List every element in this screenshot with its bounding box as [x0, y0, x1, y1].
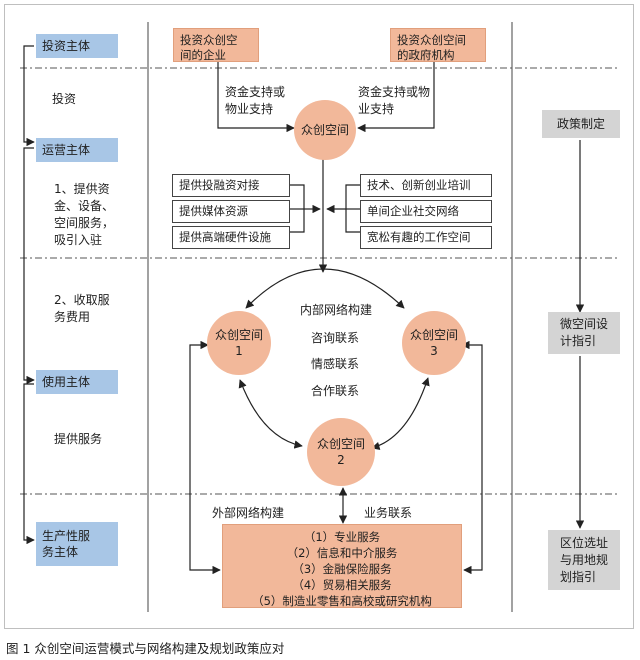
left-bracket — [23, 45, 35, 545]
space-node-2: 众创空间 2 — [307, 418, 375, 486]
center-space-node: 众创空间 — [294, 100, 356, 160]
operator-label: 运营主体 — [36, 138, 118, 162]
service-media: 提供媒体资源 — [172, 200, 290, 223]
gov-arrow — [357, 62, 435, 133]
figure-caption: 图 1 众创空间运营模式与网络构建及规划政策应对 — [6, 641, 285, 656]
arc-1-2 — [238, 379, 303, 449]
operator-description: 1、提供资 金、设备、 空间服务， 吸引入驻 — [54, 182, 115, 247]
column-dividers — [147, 22, 513, 612]
internal-network-label: 内部网络构建 — [300, 303, 373, 317]
policy-making-box: 政策制定 — [542, 110, 620, 138]
node3-services-arrow — [461, 340, 483, 575]
arc-1-3 — [245, 268, 405, 309]
center-space-label: 众创空间 — [300, 123, 349, 137]
network-consult: 咨询联系 — [311, 331, 360, 345]
enterprise-arrow — [217, 62, 295, 133]
service-financing: 提供投融资对接 — [172, 174, 290, 197]
service-item: （3）金融保险服务 — [292, 562, 392, 576]
space-node-3-number: 3 — [430, 344, 438, 358]
arc-3-2 — [371, 377, 430, 451]
invest-text: 投资 — [52, 92, 77, 106]
space-node-2-name: 众创空间 — [316, 437, 365, 451]
space-node-1: 众创空间 1 — [207, 311, 271, 375]
left-support-text: 资金支持或 物业支持 — [225, 85, 286, 116]
external-network-label: 外部网络构建 — [212, 506, 285, 520]
service-item: （1）专业服务 — [303, 530, 381, 544]
network-cooperation: 合作联系 — [311, 384, 360, 398]
space-node-2-number: 2 — [337, 453, 345, 467]
space-node-3-name: 众创空间 — [409, 328, 458, 342]
location-planning-guide-box: 区位选址 与用地规 划指引 — [548, 530, 620, 590]
producer-services-box: （1）专业服务 （2）信息和中介服务 （3）金融保险服务 （4）贸易相关服务 （… — [222, 524, 462, 608]
government-investor-box: 投资众创空间 的政府机构 — [390, 28, 486, 62]
space-node-1-number: 1 — [235, 344, 243, 358]
producer-label: 生产性服 务主体 — [36, 522, 118, 566]
service-item: （5）制造业零售和高校或研究机构 — [252, 594, 432, 608]
service-workspace: 宽松有趣的工作空间 — [360, 226, 492, 249]
provide-service-text: 提供服务 — [54, 432, 103, 446]
service-training: 技术、创新创业培训 — [360, 174, 492, 197]
dashed-dividers — [20, 67, 620, 495]
fee-description: 2、收取服 务费用 — [54, 293, 110, 324]
service-social-network: 单间企业社交网络 — [360, 200, 492, 223]
investor-label: 投资主体 — [36, 34, 118, 58]
micro-space-guide-box: 微空间设 计指引 — [548, 312, 620, 354]
node1-services-arrow — [189, 340, 221, 575]
service-hardware: 提供高端硬件设施 — [172, 226, 290, 249]
service-item: （4）贸易相关服务 — [292, 578, 392, 592]
enterprise-investor-box: 投资众创空 间的企业 — [173, 28, 259, 62]
right-support-text: 资金支持或物 业支持 — [358, 85, 431, 116]
user-label: 使用主体 — [36, 370, 118, 394]
business-link-label: 业务联系 — [364, 506, 413, 520]
space-node-3: 众创空间 3 — [402, 311, 466, 375]
service-item: （2）信息和中介服务 — [286, 546, 398, 560]
diagram-frame — [4, 4, 634, 629]
space-node-1-name: 众创空间 — [214, 328, 263, 342]
network-emotion: 情感联系 — [311, 357, 360, 371]
